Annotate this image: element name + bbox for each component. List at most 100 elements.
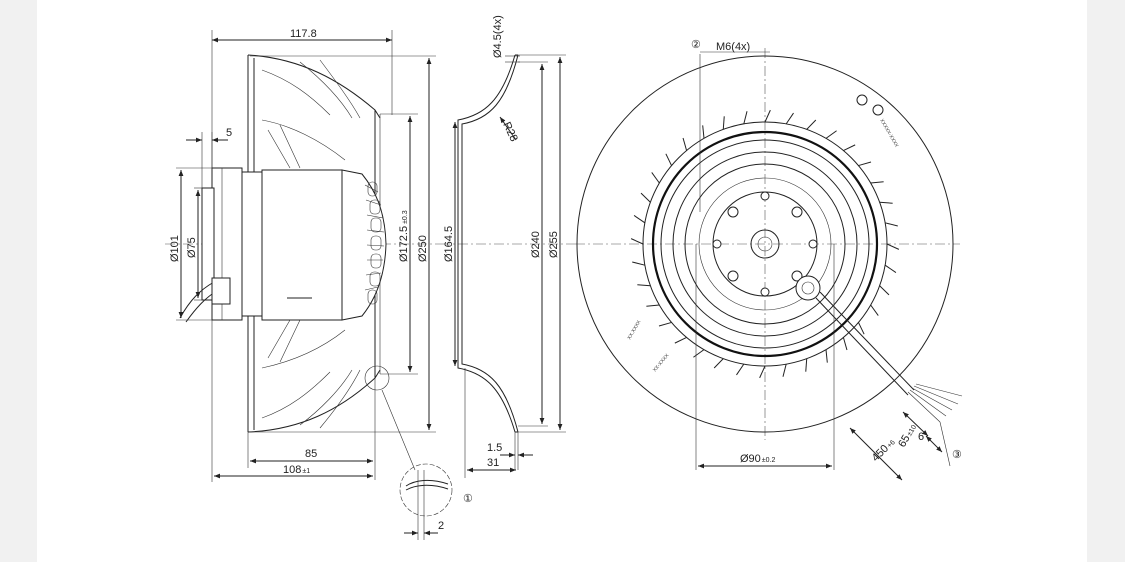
blade-tip — [674, 337, 687, 344]
blade-tip — [843, 144, 856, 151]
blade-tip — [630, 238, 644, 245]
cable-front-2 — [819, 291, 915, 391]
dim-overall-depth: 117.8 — [290, 28, 317, 40]
m6-hole — [727, 270, 739, 282]
blade-tip — [633, 215, 646, 224]
blade-ring-inner — [660, 139, 870, 349]
blade-tip — [785, 112, 794, 125]
m6-hole — [791, 270, 803, 282]
detail-gap: 2 — [438, 520, 444, 532]
blade-tip — [870, 181, 884, 184]
small-hole — [808, 239, 818, 249]
drawing-sheet: 117.8 5 Ø101 Ø75 Ø172.5±0.3 Ø250 85 — [37, 0, 1087, 562]
blade-tip — [858, 161, 872, 167]
blade-tip — [782, 364, 787, 377]
blade-tip — [759, 365, 766, 379]
detail-marker-circle — [364, 365, 390, 391]
blade-bottom-1 — [261, 371, 331, 419]
rotor-fins — [364, 181, 385, 305]
detail-profile-inner — [405, 484, 449, 491]
dim-line-strip — [902, 411, 929, 437]
dim-inlet: Ø172.5 ±0.3 — [398, 210, 410, 262]
small-hole — [712, 239, 722, 249]
dim-total-depth: 108 — [283, 464, 301, 476]
ring-radius: R28 — [500, 120, 519, 143]
dim-total-tolerance: ±1 — [302, 468, 310, 475]
detail-leader — [381, 389, 416, 471]
blade-top-3 — [319, 59, 361, 119]
shroud-code-2: XX.XXXX — [627, 319, 643, 341]
dim-end-length: 6 — [918, 431, 924, 443]
dim-lead: 450+6 — [870, 436, 898, 464]
blade-top-1 — [261, 69, 331, 116]
radius-leader — [499, 116, 517, 141]
dim-inlet-tolerance: ±0.3 — [402, 210, 409, 224]
ring-mount-holes: Ø4.5(4x) — [492, 15, 504, 58]
cable-gland-nut — [801, 281, 815, 295]
dim-total: 108±1 — [283, 464, 310, 476]
cable-front-1 — [815, 297, 909, 396]
blade-tip — [884, 264, 897, 273]
dim-bolt-circle-tolerance: ±0.2 — [762, 457, 776, 464]
blade-tip — [870, 304, 879, 316]
rib-top — [267, 124, 301, 169]
ring-profile-outer — [457, 54, 516, 433]
blade-tip — [658, 321, 672, 327]
blade-tip — [885, 222, 898, 227]
small-hole — [760, 287, 770, 297]
blade-tip — [637, 284, 651, 287]
side-view: 117.8 5 Ø101 Ø75 Ø172.5±0.3 Ø250 85 — [165, 28, 440, 482]
blade-bottom-4 — [261, 329, 346, 369]
detail-view: 2 ① — [399, 463, 473, 540]
blade-tip — [693, 349, 705, 358]
ring-profile-inner — [461, 54, 519, 433]
dim-strip: 65±10 — [896, 422, 919, 450]
inlet-ring-view: Ø4.5(4x) R28 Ø164.5 Ø240 Ø255 1.5 31 — [440, 15, 575, 478]
dim-hub-inner: Ø75 — [186, 237, 198, 258]
dim-threads: M6(4x) — [716, 41, 750, 53]
ring-inner-diameter: Ø164.5 — [443, 226, 455, 262]
cable-gland — [211, 277, 231, 305]
hub-center — [750, 229, 780, 259]
ring-outer-diameter: Ø255 — [548, 231, 560, 258]
blade-tip — [764, 109, 771, 123]
blade-tip — [879, 201, 893, 204]
cable-gland-front — [795, 275, 821, 301]
motor-face — [684, 163, 846, 325]
shroud-code-1: XXXXX-XXXX — [878, 118, 899, 149]
detail-circle — [399, 463, 453, 517]
top-shroud-curve — [247, 54, 381, 119]
dim-line-end — [925, 435, 943, 453]
blade-tip — [743, 111, 748, 124]
blade-tip — [825, 130, 837, 139]
blade-tip — [665, 153, 672, 166]
hub-bore — [757, 236, 773, 252]
outer-shroud — [576, 55, 954, 433]
dim-bolt-circle: Ø90 — [740, 453, 761, 465]
blade-tip — [651, 172, 660, 184]
bottom-shroud-curve — [247, 369, 381, 433]
ring-sheet-thickness: 1.5 — [487, 442, 502, 454]
dim-inlet-diameter: Ø172.5 — [398, 226, 410, 262]
blade-top-2 — [299, 61, 353, 119]
blade-tip — [886, 243, 900, 250]
blade-ring — [651, 130, 879, 358]
blade-tips — [630, 109, 900, 379]
front-view: XXXXX-XXXX XX.XXXX XX-XXXX ② M6(4x) Ø90±… — [575, 39, 963, 481]
dim-offset: 5 — [226, 127, 232, 139]
ring-diameter: Ø240 — [530, 231, 542, 258]
ext-line — [939, 421, 951, 467]
dim-strip-tolerance: ±10 — [906, 424, 918, 438]
dim-wheel-diameter: Ø250 — [417, 235, 429, 262]
blade-tip — [702, 125, 705, 139]
detail-profile — [405, 479, 449, 487]
blade-tip — [682, 137, 688, 151]
hub-boss — [201, 187, 215, 301]
callout-2: ② — [691, 39, 701, 51]
ring-depth: 31 — [487, 457, 499, 469]
m6-hole — [791, 206, 803, 218]
blade-tip — [806, 119, 817, 130]
blade-tip — [736, 363, 745, 376]
blade-tip — [858, 322, 865, 335]
m6-hole — [727, 206, 739, 218]
